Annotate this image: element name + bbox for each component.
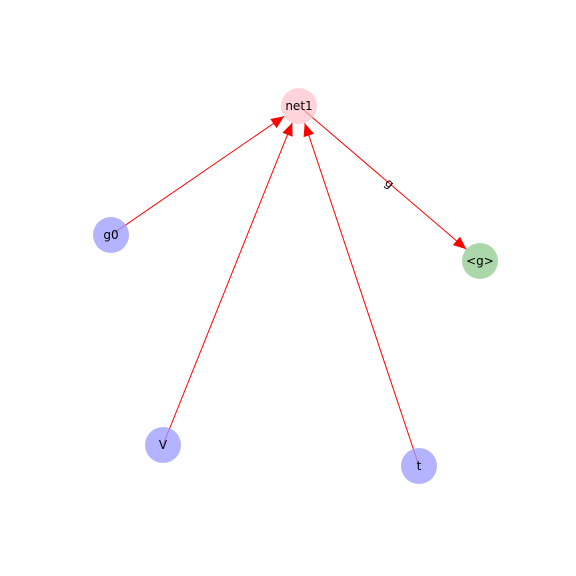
edge-t-net1-arrowhead <box>303 123 314 138</box>
edge-net1-gout-arrowhead <box>452 236 467 250</box>
edge-v-net1 <box>162 122 293 446</box>
node-circle <box>93 217 129 253</box>
edge-net1-gout: g <box>298 105 467 250</box>
edge-t-net1 <box>303 122 420 467</box>
edge-v-net1-arrowhead <box>282 122 293 137</box>
node-circle <box>145 427 181 463</box>
node-circle <box>462 243 498 279</box>
node-net1: net1 <box>281 88 317 124</box>
node-v: V <box>145 427 181 463</box>
node-circle <box>281 88 317 124</box>
node-g-out: <g> <box>462 243 498 279</box>
edge-v-net1-line <box>162 122 293 446</box>
edge-g0-net1 <box>110 115 285 236</box>
node-circle <box>401 448 437 484</box>
edge-net1-gout-line <box>298 105 467 250</box>
node-label: net1 <box>285 99 312 113</box>
edges-layer: g <box>110 105 467 467</box>
edge-net1-gout-label: g <box>382 176 397 192</box>
node-label: V <box>159 438 168 452</box>
edge-g0-net1-line <box>110 115 285 236</box>
node-label: <g> <box>466 254 494 268</box>
edge-g0-net1-arrowhead <box>270 116 285 129</box>
node-t: t <box>401 448 437 484</box>
node-label: g0 <box>103 228 118 242</box>
node-label: t <box>417 459 422 473</box>
node-g0: g0 <box>93 217 129 253</box>
edge-t-net1-line <box>304 122 420 467</box>
